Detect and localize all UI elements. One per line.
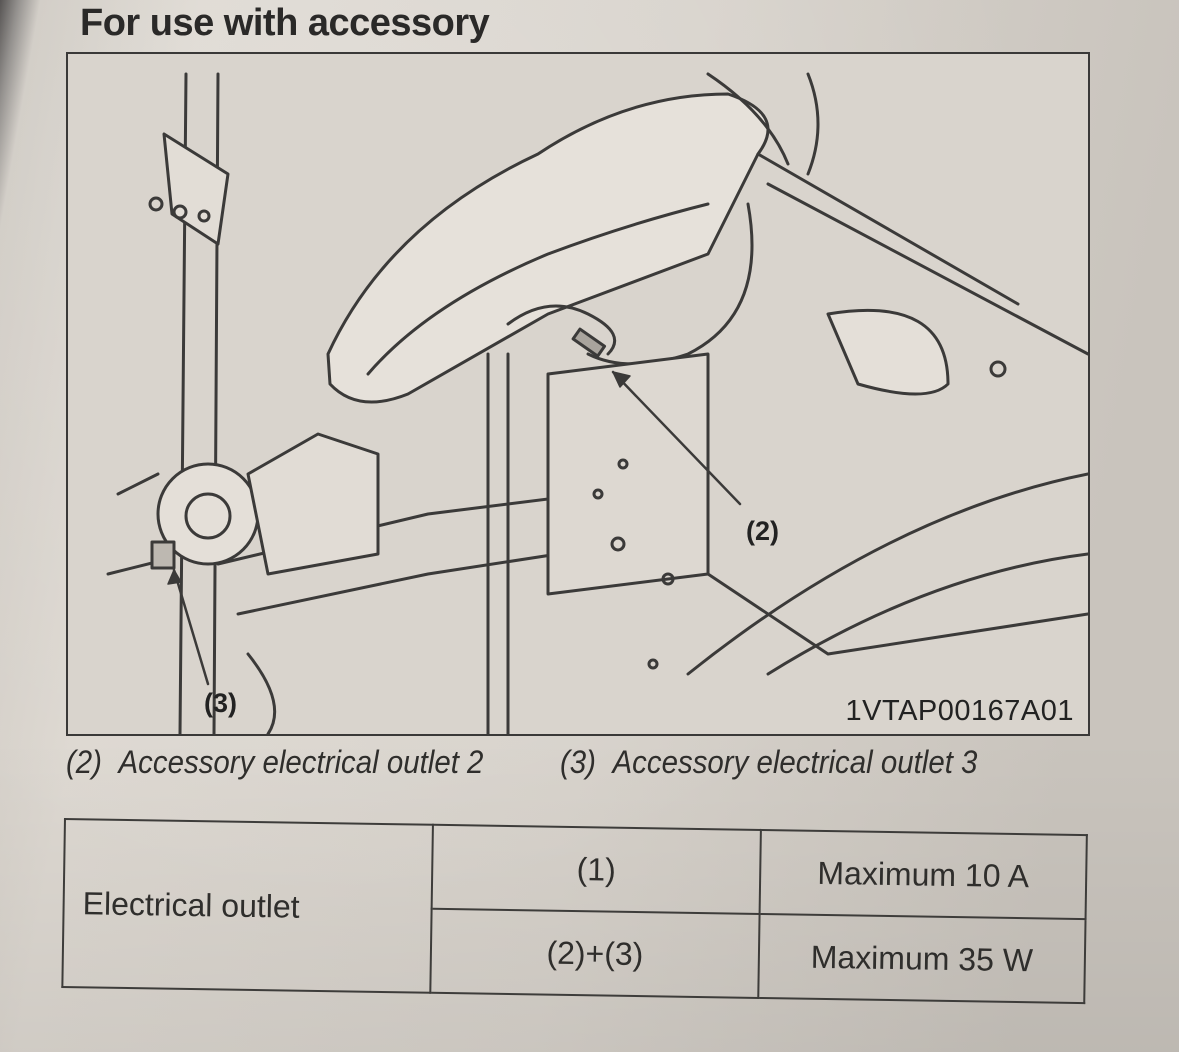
outlet-location-illustration: (2) (3) 1VTAP00167A01: [66, 52, 1090, 736]
leader-line-2: [611, 370, 742, 506]
table-row: Electrical outlet (1) Maximum 10 A: [62, 819, 1087, 993]
caption-text: Accessory electrical outlet 2: [118, 744, 484, 780]
caption-outlet-3: (3) Accessory electrical outlet 3: [560, 744, 977, 781]
table-rating-cell: Maximum 10 A: [759, 829, 1087, 920]
callout-2-label: (2): [746, 516, 779, 546]
caption-number: (3): [560, 744, 596, 780]
fuse-box: [826, 308, 950, 396]
caption-text: Accessory electrical outlet 3: [612, 744, 978, 780]
table-label-cell: Electrical outlet: [62, 819, 433, 993]
outlet-rating-table: Electrical outlet (1) Maximum 10 A (2)+(…: [61, 818, 1088, 1004]
line-drawing: [106, 72, 1088, 734]
seat-outline: [326, 92, 770, 404]
outlet-2-socket: [571, 327, 607, 358]
caption-number: (2): [66, 744, 102, 780]
table-outlet-cell: (2)+(3): [430, 908, 760, 998]
callout-3-label: (3): [204, 688, 237, 718]
section-heading: For use with accessory: [80, 2, 490, 44]
table-rating-cell: Maximum 35 W: [758, 913, 1086, 1004]
figure-code: 1VTAP00167A01: [845, 695, 1074, 727]
caption-outlet-2: (2) Accessory electrical outlet 2: [66, 744, 483, 781]
leader-line-3: [172, 568, 210, 686]
table-outlet-cell: (1): [431, 824, 761, 914]
outlet-3-socket: [150, 540, 176, 570]
